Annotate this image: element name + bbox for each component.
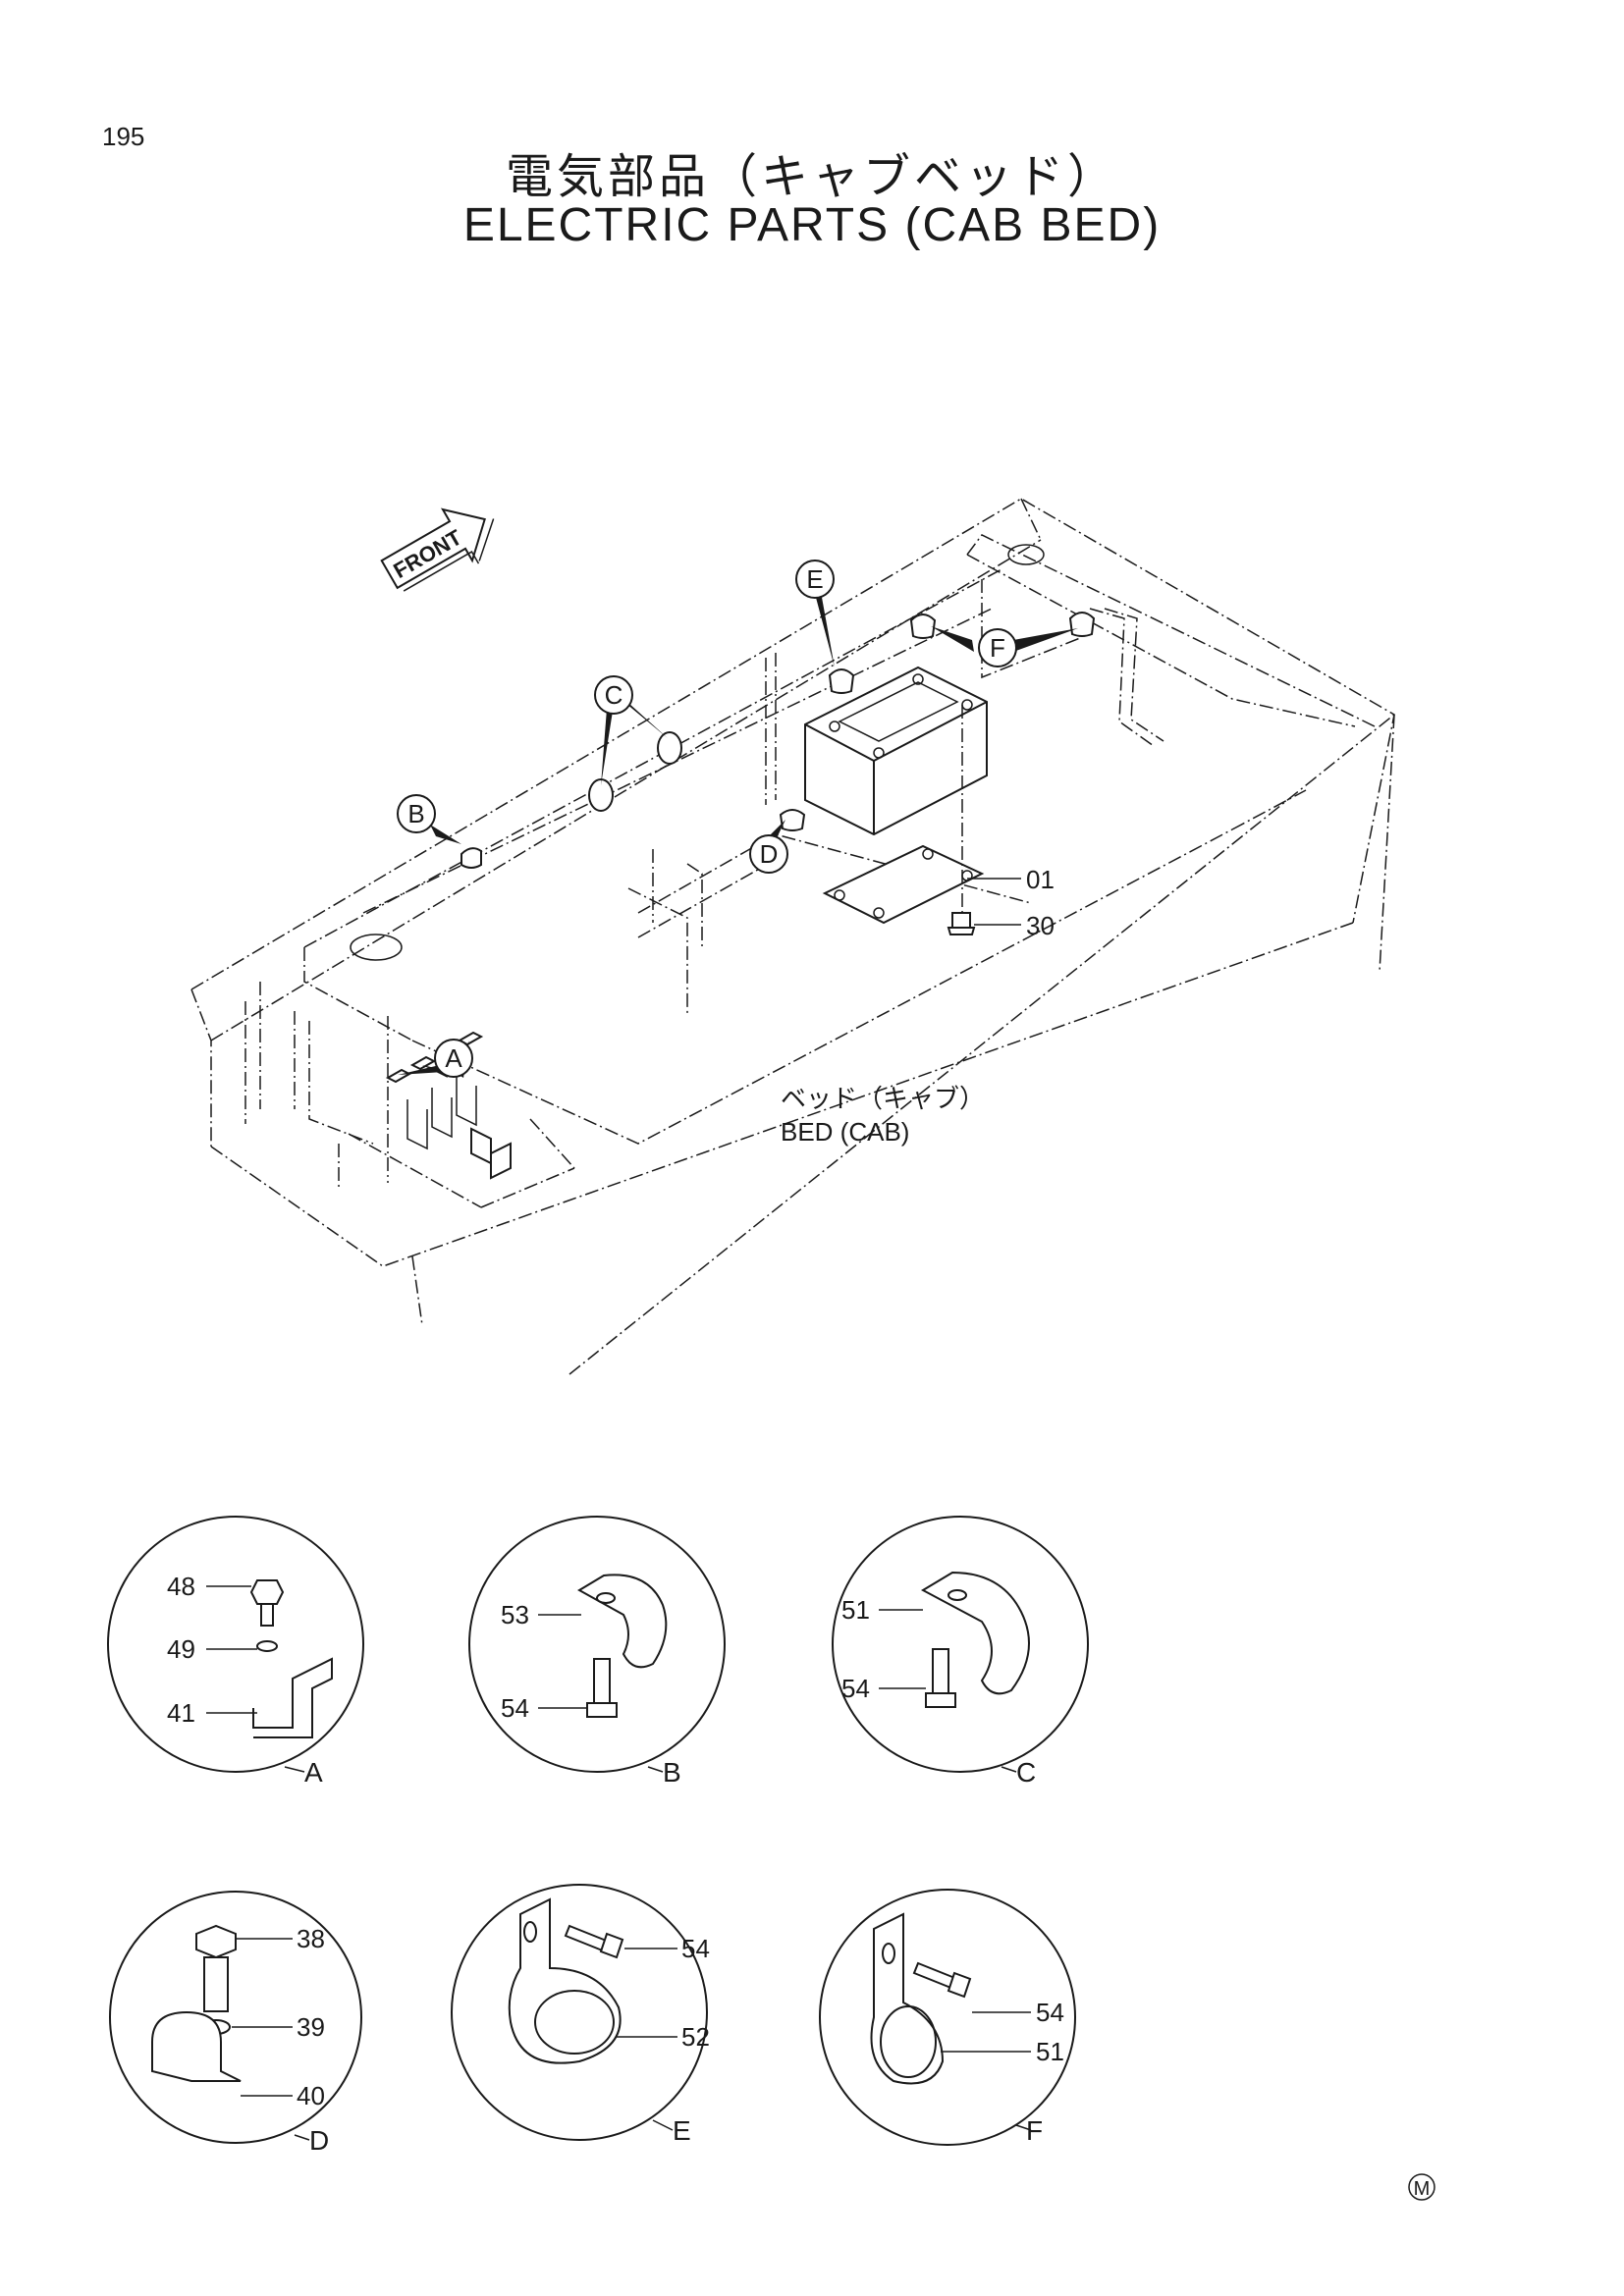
clamp-d bbox=[779, 809, 806, 831]
detail-e: E 54 52 bbox=[451, 1884, 710, 2146]
svg-text:54: 54 bbox=[681, 1934, 710, 1963]
page-number: 195 bbox=[102, 122, 145, 151]
detail-e-letter: E bbox=[673, 2115, 691, 2146]
svg-text:49: 49 bbox=[167, 1634, 195, 1664]
clamp-e bbox=[828, 668, 855, 694]
detail-b: B 53 54 bbox=[468, 1516, 726, 1788]
detail-d: D 38 39 40 bbox=[109, 1891, 362, 2156]
svg-text:B: B bbox=[407, 799, 424, 828]
svg-text:F: F bbox=[990, 633, 1005, 663]
clamp-c2 bbox=[657, 731, 682, 765]
callout-a[interactable]: A bbox=[434, 1039, 473, 1078]
clamp-c1 bbox=[588, 778, 614, 812]
callout-b[interactable]: B bbox=[397, 794, 436, 833]
svg-text:M: M bbox=[1414, 2178, 1431, 2200]
callout-leaders bbox=[398, 579, 1078, 1078]
svg-text:52: 52 bbox=[681, 2022, 710, 2052]
detail-a: A 48 49 41 bbox=[107, 1516, 364, 1788]
bed-label-english: BED (CAB) bbox=[781, 1117, 909, 1147]
clamp-f2 bbox=[1068, 612, 1096, 637]
callout-c[interactable]: C bbox=[594, 675, 633, 715]
svg-text:48: 48 bbox=[167, 1572, 195, 1601]
bed-label-japanese: ベッド（キャブ） bbox=[781, 1084, 985, 1113]
svg-text:54: 54 bbox=[1036, 1998, 1064, 2027]
svg-text:39: 39 bbox=[297, 2012, 325, 2042]
mount-hole bbox=[350, 934, 403, 961]
detail-c: C 51 54 bbox=[832, 1516, 1089, 1788]
main-assembly-view: FRONT bbox=[190, 498, 1395, 1375]
detail-b-letter: B bbox=[663, 1757, 681, 1788]
page-title-japanese: 電気部品（キャブベッド） bbox=[505, 149, 1118, 204]
svg-text:54: 54 bbox=[841, 1674, 870, 1703]
clamp-b bbox=[460, 847, 482, 869]
detail-a-letter: A bbox=[304, 1757, 323, 1788]
svg-text:53: 53 bbox=[501, 1600, 529, 1629]
svg-text:54: 54 bbox=[501, 1693, 529, 1723]
svg-text:41: 41 bbox=[167, 1698, 195, 1728]
mount-hole bbox=[1007, 544, 1045, 565]
detail-f: F 54 51 bbox=[819, 1889, 1076, 2146]
callout-e[interactable]: E bbox=[795, 560, 835, 599]
svg-text:40: 40 bbox=[297, 2081, 325, 2110]
detail-d-letter: D bbox=[309, 2125, 329, 2156]
svg-text:D: D bbox=[760, 839, 779, 869]
registered-mark: M bbox=[1408, 2173, 1435, 2201]
detail-c-letter: C bbox=[1016, 1757, 1036, 1788]
cab-bed-outline bbox=[190, 498, 1395, 1375]
battery-plate bbox=[822, 844, 985, 925]
page-title-english: ELECTRIC PARTS (CAB BED) bbox=[462, 199, 1162, 251]
detail-f-letter: F bbox=[1026, 2115, 1043, 2146]
svg-text:C: C bbox=[605, 680, 623, 710]
battery-box bbox=[804, 666, 988, 836]
svg-text:51: 51 bbox=[841, 1595, 870, 1625]
callout-f[interactable]: F bbox=[978, 628, 1017, 667]
svg-text:51: 51 bbox=[1036, 2037, 1064, 2066]
part-number-01: 01 bbox=[1026, 865, 1055, 894]
svg-text:A: A bbox=[445, 1043, 462, 1073]
bolt-30 bbox=[947, 912, 976, 935]
front-arrow: FRONT bbox=[380, 507, 495, 592]
callout-d[interactable]: D bbox=[749, 834, 788, 874]
clamp-f1 bbox=[909, 614, 937, 639]
part-number-30: 30 bbox=[1026, 911, 1055, 940]
svg-text:E: E bbox=[806, 564, 823, 594]
svg-text:38: 38 bbox=[297, 1924, 325, 1953]
